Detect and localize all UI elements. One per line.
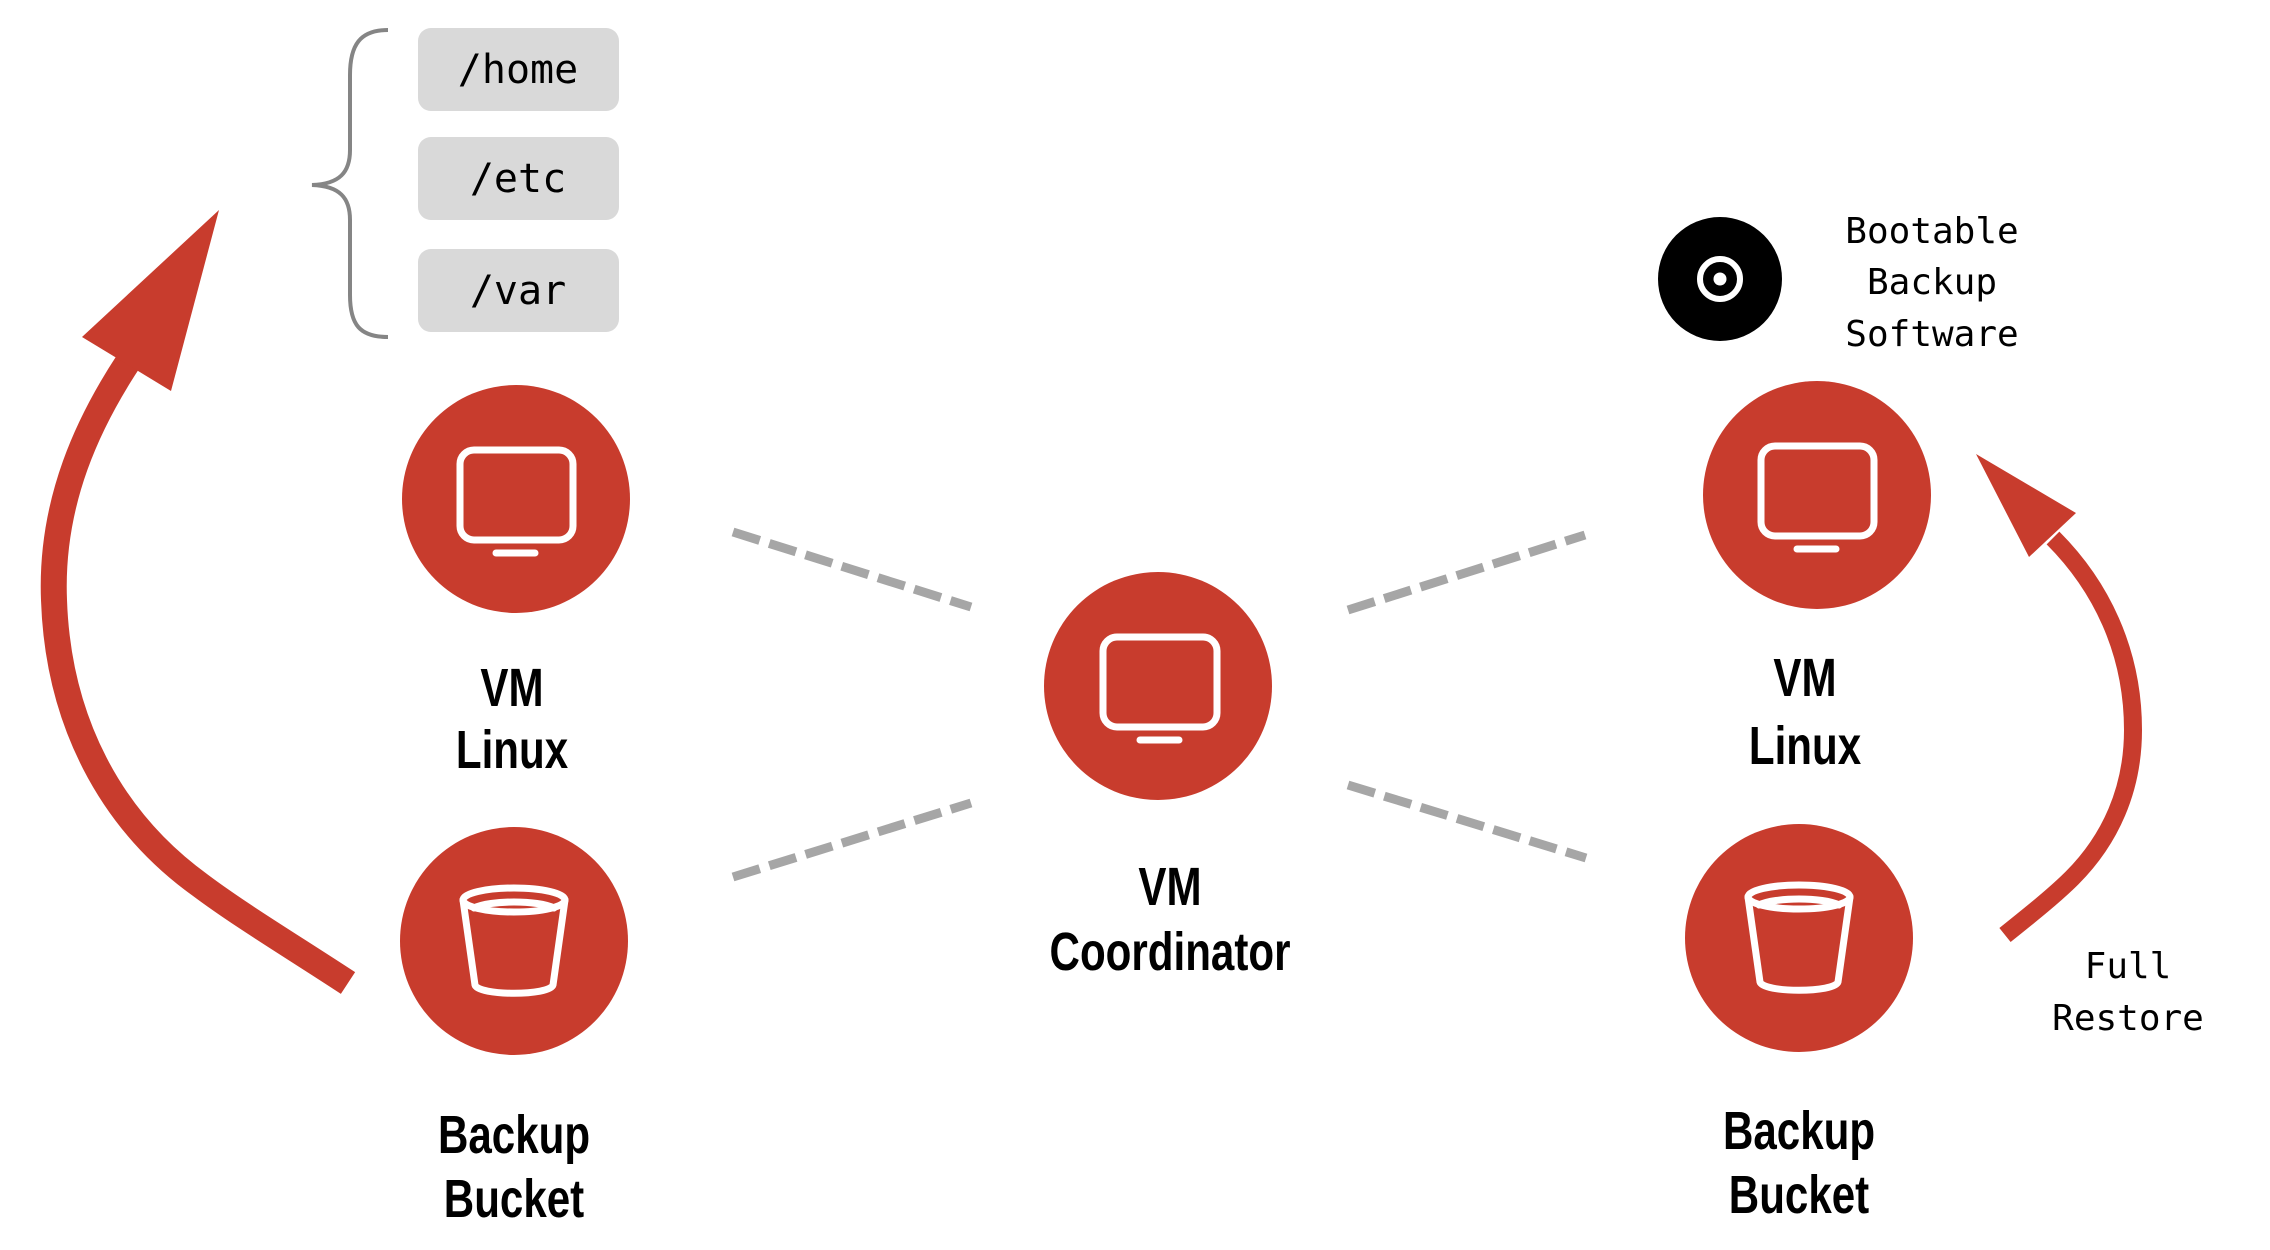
node-circle (1685, 824, 1913, 1052)
node-label-line1: VM (480, 658, 543, 718)
monitor-icon (1099, 633, 1221, 744)
directory-item-var: /var (418, 249, 619, 332)
node-vm-linux-left: VM Linux (402, 385, 630, 780)
directory-item-etc: /etc (418, 137, 619, 220)
node-vm-linux-right: VM Linux (1703, 381, 1931, 776)
node-circle (402, 385, 630, 613)
disc-ring (1697, 256, 1743, 302)
directory-item-home: /home (418, 28, 619, 111)
restore-arrow-head (1976, 454, 2076, 557)
node-bucket-left: Backup Bucket (400, 827, 628, 1229)
dashed-connector-bucket-left (731, 798, 973, 882)
node-label-line2: Bucket (444, 1169, 584, 1229)
node-circle (1703, 381, 1931, 609)
bucket-icon (459, 884, 569, 997)
restore-label-line2: Restore (2052, 998, 2204, 1039)
directory-label: /etc (470, 156, 566, 202)
bootable-label-line1: Bootable (1845, 211, 2018, 252)
node-label-line2: Bucket (1729, 1165, 1869, 1225)
bootable-label-line3: Software (1845, 314, 2018, 355)
curly-brace (311, 28, 389, 339)
monitor-icon (1757, 442, 1878, 553)
restore-label: Full Restore (2052, 946, 2204, 1039)
directory-label: /home (458, 47, 578, 93)
restore-arrow (1976, 454, 2143, 943)
node-label-line2: Linux (1749, 716, 1861, 776)
directory-box (418, 137, 619, 220)
dashed-connector-bucket-right (1346, 780, 1588, 863)
node-bucket-right: Backup Bucket (1685, 824, 1913, 1225)
node-circle (1044, 572, 1272, 800)
dashed-connector-vm-left (731, 527, 973, 612)
backup-arrow (40, 210, 356, 994)
node-label-line1: Backup (1723, 1101, 1875, 1161)
directory-label: /var (470, 268, 566, 314)
bootable-software: Bootable Backup Software (1658, 211, 2019, 355)
directory-box (418, 28, 619, 111)
node-label-line1: Backup (438, 1105, 590, 1165)
bucket-icon (1744, 881, 1854, 994)
node-label-line2: Coordinator (1050, 922, 1291, 982)
backup-arrow-head (82, 210, 219, 391)
monitor-icon (456, 446, 577, 557)
restore-arrow-shaft (1999, 531, 2143, 943)
dashed-connector-vm-right (1346, 530, 1587, 615)
node-label-line2: Linux (456, 720, 568, 780)
node-label-line1: VM (1773, 648, 1836, 708)
disc-center (1713, 272, 1727, 286)
bootable-label-line2: Backup (1867, 262, 1997, 303)
node-vm-coordinator: VM Coordinator (1044, 572, 1291, 982)
node-circle (400, 827, 628, 1055)
backup-arrow-shaft (40, 354, 356, 994)
node-label-line1: VM (1138, 857, 1201, 917)
directory-group: /home /etc /var (311, 28, 619, 339)
directory-box (418, 249, 619, 332)
restore-label-line1: Full (2085, 946, 2172, 987)
